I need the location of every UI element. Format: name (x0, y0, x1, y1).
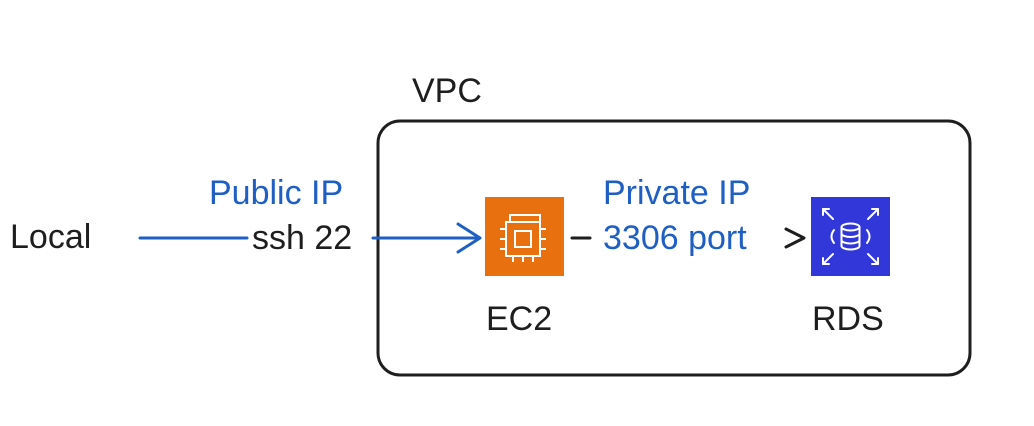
local-label: Local (10, 218, 91, 256)
ec2-chip-icon (485, 197, 564, 276)
rds-label: RDS (812, 300, 884, 338)
mysql-port-label: 3306 port (603, 219, 747, 257)
private-ip-label: Private IP (603, 174, 750, 212)
vpc-label: VPC (412, 72, 482, 110)
vpc-boundary (376, 119, 972, 377)
private-connection-arrowhead (784, 227, 806, 249)
ssh-port-label: ssh 22 (252, 219, 352, 257)
public-ip-label: Public IP (209, 174, 343, 212)
rds-database-icon (811, 197, 890, 276)
public-connection-arrow (138, 222, 482, 254)
ec2-label: EC2 (486, 300, 552, 338)
